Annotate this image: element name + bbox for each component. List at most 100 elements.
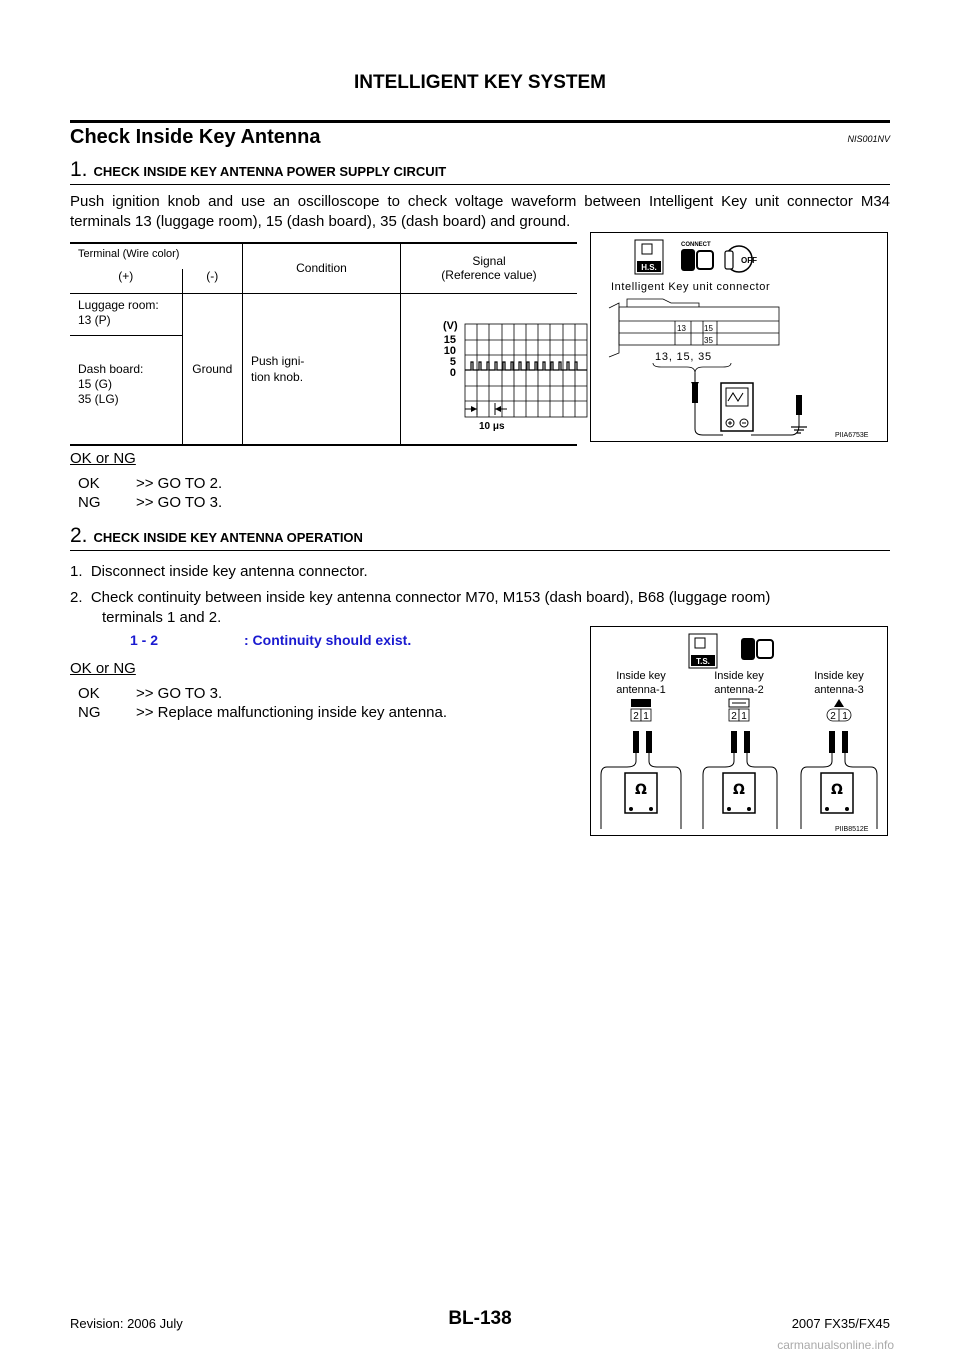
table-header-minus: (-) xyxy=(181,269,243,294)
step-2-item-2: 2. Check continuity between inside key a… xyxy=(70,589,771,606)
step-1-number: 1. xyxy=(70,158,88,181)
ohmmeter-1: Ω xyxy=(600,731,682,829)
ts-badge: T.S. xyxy=(696,657,710,666)
antenna-1-connector: 2 1 xyxy=(630,699,652,722)
page-header-title: INTELLIGENT KEY SYSTEM xyxy=(354,72,606,93)
ohmmeter-3: Ω xyxy=(800,731,878,829)
connector-plug-icon xyxy=(681,249,714,271)
connector-face xyxy=(608,298,780,358)
connect-badge: CONNECT xyxy=(681,242,711,248)
antenna-1-label-a: Inside key xyxy=(616,670,666,682)
waveform-tick-0: 0 xyxy=(450,367,456,379)
step-2-ng-result: >> Replace malfunctioning inside key ant… xyxy=(136,704,448,721)
antenna-3-label-a: Inside key xyxy=(814,670,864,682)
step-2-ok-key: OK xyxy=(78,685,100,702)
table-header-signal-line1: Signal xyxy=(472,254,506,269)
step-1-instruction: Push ignition knob and use an oscillosco… xyxy=(70,193,890,230)
antenna-2-pin-1: 1 xyxy=(741,711,747,722)
step-2-ok-result: >> GO TO 3. xyxy=(136,685,223,702)
table-ground: Ground xyxy=(181,292,243,446)
pin-13-label: 13 xyxy=(677,324,686,333)
footer-page-number: BL-138 xyxy=(448,1308,512,1329)
antenna-3-pin-2: 2 xyxy=(830,711,836,722)
step-1-okng: OK or NG xyxy=(70,450,136,467)
step-1-ok-key: OK xyxy=(78,475,100,492)
waveform-time-scale: 10 μs xyxy=(479,421,505,432)
table-condition-line2: tion knob. xyxy=(251,369,304,384)
footer-model: 2007 FX35/FX45 xyxy=(791,1316,890,1331)
waveform-tick-10: 10 xyxy=(444,345,456,357)
table-condition: Push igni- tion knob. xyxy=(242,292,401,446)
connector-plug-icon xyxy=(741,638,774,660)
step-1-heading: 1. CHECK INSIDE KEY ANTENNA POWER SUPPLY … xyxy=(70,158,446,182)
step-2-okng: OK or NG xyxy=(70,660,136,677)
step-1-ng-key: NG xyxy=(78,494,101,511)
step-1-ok-result: >> GO TO 2. xyxy=(136,475,223,492)
intelligent-key-connector-diagram: H.S. CONNECT OFF Intelligent Key unit co… xyxy=(608,239,869,439)
antenna-2-label-a: Inside key xyxy=(714,670,764,682)
table-condition-line1: Push igni- xyxy=(251,353,305,368)
antenna-3-pin-1: 1 xyxy=(842,711,848,722)
hs-badge: H.S. xyxy=(641,263,657,272)
step-1-results: OK >> GO TO 2. NG >> GO TO 3. xyxy=(78,474,222,512)
inside-key-antenna-diagram: T.S. Inside key antenna-1 Inside key ant… xyxy=(600,633,878,833)
table-signal-waveform: (V) 15 10 5 0 10 μs SIIA1910J xyxy=(400,292,633,446)
ts-connector-icon xyxy=(694,637,706,649)
pin-35-label: 35 xyxy=(704,336,713,345)
step-2-item-1: 1. Disconnect inside key antenna connect… xyxy=(70,563,368,580)
connector-title: Intelligent Key unit connector xyxy=(611,281,770,293)
connector-figure-id: PIIA6753E xyxy=(835,432,869,439)
antenna-1-pin-1: 1 xyxy=(643,711,649,722)
step-2-item-2-cont: terminals 1 and 2. xyxy=(102,609,222,626)
table-header-terminal: Terminal (Wire color) xyxy=(70,242,243,269)
waveform-tick-5: 5 xyxy=(450,356,456,368)
antenna-2-connector: 2 1 xyxy=(728,698,750,722)
luggage-room-terminal: 13 (P) xyxy=(78,312,111,327)
ohm-icon: Ω xyxy=(831,782,843,798)
dash-board-terminal-15: 15 (G) xyxy=(78,376,113,391)
off-badge: OFF xyxy=(741,256,757,265)
connector-figure: H.S. CONNECT OFF Intelligent Key unit co… xyxy=(590,232,888,442)
ohmmeter-2: Ω xyxy=(702,731,778,829)
waveform-unit: (V) xyxy=(443,320,458,332)
section-id: NIS001NV xyxy=(847,134,890,144)
antenna-3-label-b: antenna-3 xyxy=(814,684,864,696)
table-header-signal-line2: (Reference value) xyxy=(441,268,537,283)
watermark: carmanualsonline.info xyxy=(777,1338,894,1352)
oscilloscope-icon xyxy=(720,382,754,432)
dash-board-terminal-35: 35 (LG) xyxy=(78,391,119,406)
luggage-room-label: Luggage room: xyxy=(78,297,159,312)
footer-revision: Revision: 2006 July xyxy=(70,1316,183,1331)
step-1-ng-result: >> GO TO 3. xyxy=(136,494,223,511)
header-rule xyxy=(70,120,890,123)
ohm-icon: Ω xyxy=(733,782,745,798)
hs-connector-icon xyxy=(641,243,653,255)
step-1-title: CHECK INSIDE KEY ANTENNA POWER SUPPLY CI… xyxy=(93,164,447,179)
waveform-tick-15: 15 xyxy=(444,334,456,346)
pins-label: 13, 15, 35 xyxy=(655,351,712,363)
step-1-rule xyxy=(70,184,890,185)
ohm-icon: Ω xyxy=(635,782,647,798)
oscilloscope-probes xyxy=(692,383,807,436)
table-header-condition: Condition xyxy=(242,242,401,293)
step-2-results: OK >> GO TO 3. NG >> Replace malfunctionin… xyxy=(78,684,447,722)
step-2-number: 2. xyxy=(70,524,88,547)
pin-15-label: 15 xyxy=(704,324,713,333)
continuity-text: : Continuity should exist. xyxy=(244,632,412,648)
section-title: Check Inside Key Antenna xyxy=(70,126,321,148)
table-header-signal: Signal (Reference value) xyxy=(400,242,577,293)
antenna-figure: T.S. Inside key antenna-1 Inside key ant… xyxy=(590,626,888,836)
step-2-rule xyxy=(70,550,890,551)
antenna-1-pin-2: 2 xyxy=(633,711,639,722)
continuity-note: 1 - 2 : Continuity should exist. xyxy=(130,632,411,648)
step-2-ng-key: NG xyxy=(78,704,101,721)
ignition-off-icon: OFF xyxy=(724,245,757,273)
antenna-2-pin-2: 2 xyxy=(731,711,737,722)
step-2-title: CHECK INSIDE KEY ANTENNA OPERATION xyxy=(93,530,363,545)
antenna-figure-id: PIIB8512E xyxy=(835,826,869,833)
terminal-signal-table: Terminal (Wire color) Condition Signal (… xyxy=(70,242,633,446)
continuity-pins: 1 - 2 xyxy=(130,632,159,648)
antenna-2-label-b: antenna-2 xyxy=(714,684,764,696)
table-plus-cells: Luggage room: 13 (P) Dash board: 15 (G) … xyxy=(70,292,183,446)
antenna-1-label-b: antenna-1 xyxy=(616,684,666,696)
